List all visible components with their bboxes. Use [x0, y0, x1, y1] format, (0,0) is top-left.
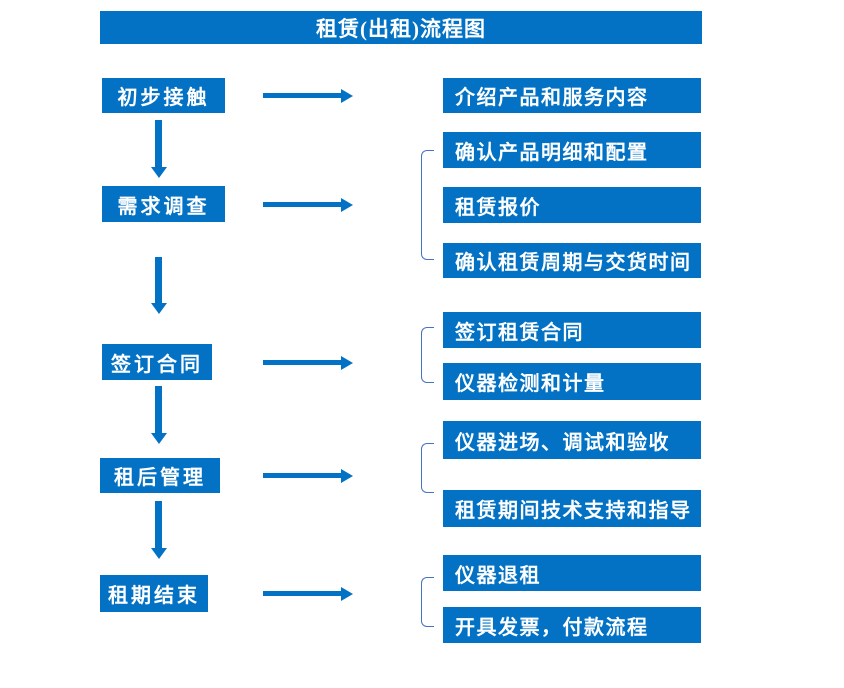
right-arrow-3: [263, 360, 341, 365]
right-arrow-4: [263, 473, 341, 478]
bracket-sign-contract-group: [421, 327, 434, 383]
detail-introduce-product-services: 介绍产品和服务内容: [443, 78, 701, 113]
step-sign-contract: 签订合同: [102, 344, 212, 380]
title-banner: 租赁(出租)流程图: [100, 11, 702, 44]
down-arrow-3: [155, 386, 162, 433]
detail-instrument-testing-measurement: 仪器检测和计量: [443, 363, 701, 400]
bracket-post-rental-group: [421, 443, 434, 493]
step-demand-survey: 需求调查: [102, 186, 225, 222]
down-arrow-4: [155, 501, 162, 548]
detail-rental-tech-support: 租赁期间技术支持和指导: [443, 490, 701, 527]
right-arrow-5: [263, 591, 341, 596]
step-post-rental-management: 租后管理: [100, 458, 220, 493]
down-arrow-2: [155, 257, 162, 303]
detail-instrument-arrival-acceptance: 仪器进场、调试和验收: [443, 421, 701, 459]
detail-confirm-product-details: 确认产品明细和配置: [443, 132, 701, 168]
step-rental-end: 租期结束: [100, 575, 208, 612]
step-initial-contact: 初步接触: [102, 78, 225, 113]
detail-instrument-return: 仪器退租: [443, 555, 701, 591]
right-arrow-2: [263, 202, 341, 207]
bracket-rental-end-group: [421, 577, 434, 627]
detail-confirm-rental-period-delivery: 确认租赁周期与交货时间: [443, 243, 701, 278]
page-title: 租赁(出租)流程图: [316, 16, 486, 41]
right-arrow-1: [263, 93, 341, 98]
bracket-demand-survey-group: [421, 150, 434, 260]
detail-rental-quote: 租赁报价: [443, 187, 701, 223]
detail-sign-rental-contract: 签订租赁合同: [443, 312, 701, 348]
down-arrow-1: [155, 120, 162, 167]
detail-invoice-payment: 开具发票，付款流程: [443, 607, 701, 643]
